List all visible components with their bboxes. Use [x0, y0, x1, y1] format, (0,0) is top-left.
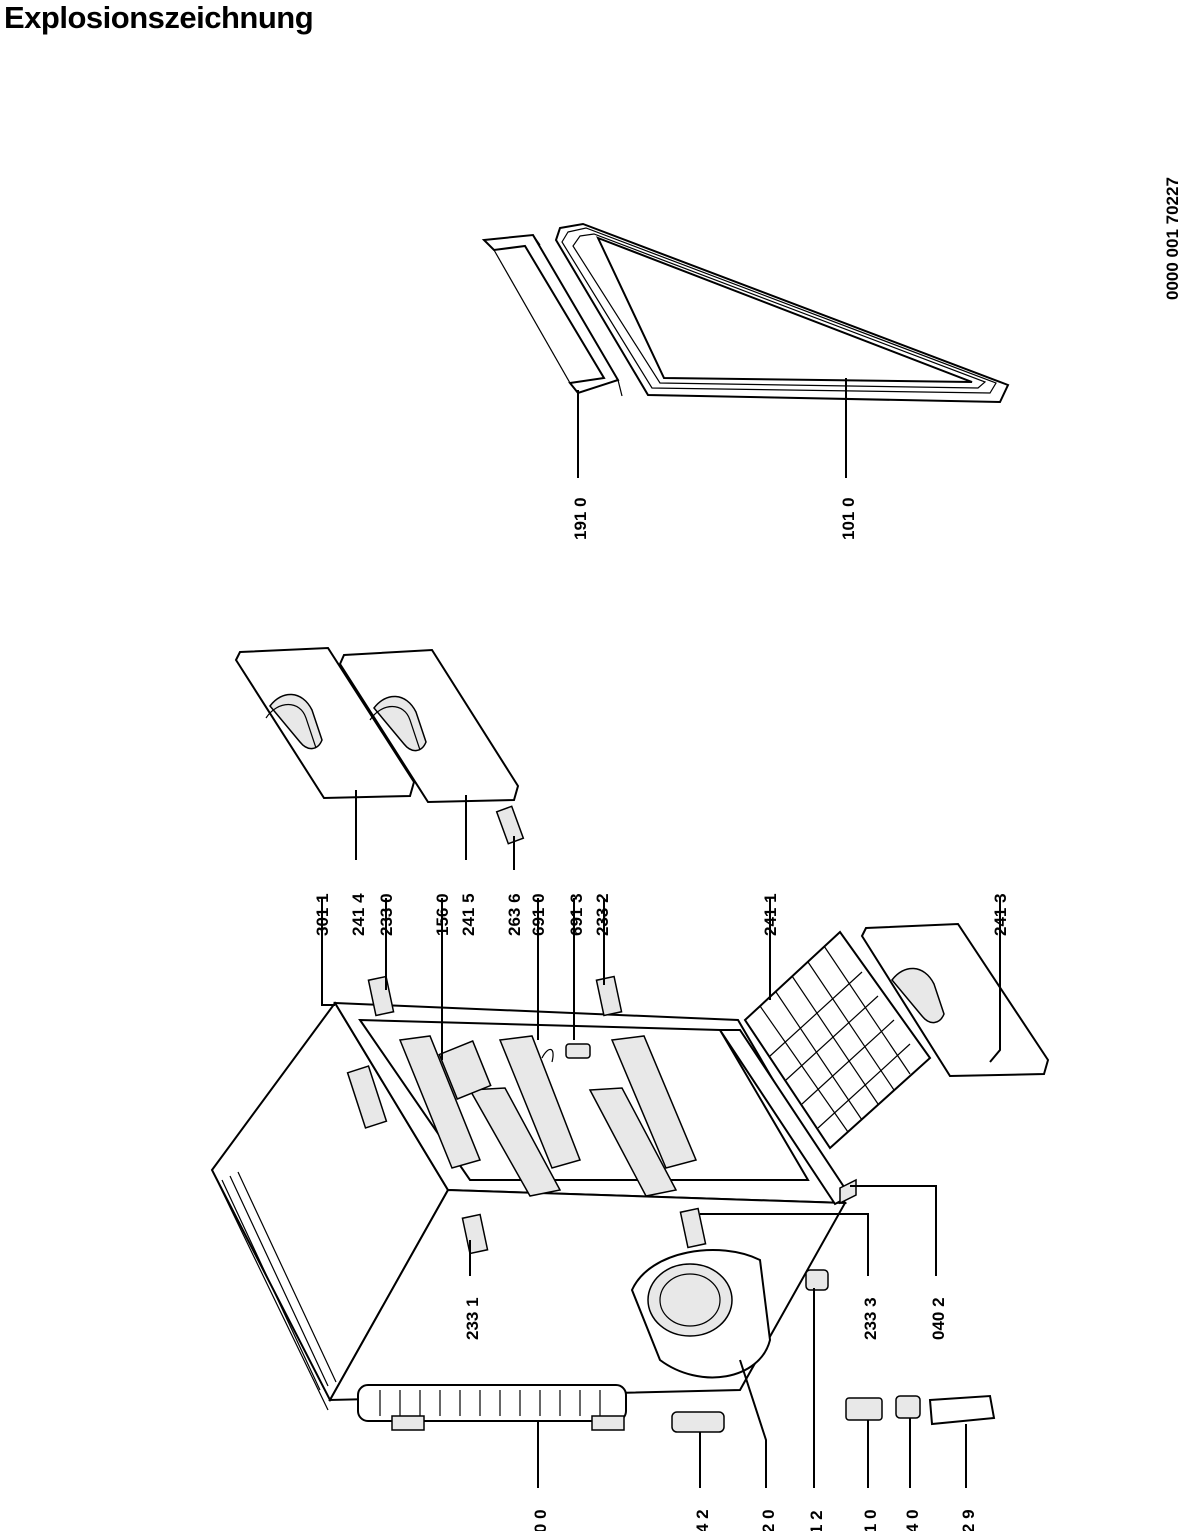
label-241-3: 241 3: [991, 893, 1010, 936]
condenser: [357, 1384, 627, 1431]
compressor: [630, 1249, 772, 1379]
label-252-9: 252 9: [959, 1509, 978, 1531]
wire-basket: [743, 930, 932, 1150]
top-latch: [346, 1065, 388, 1129]
label-614-0: 614 0: [903, 1509, 922, 1531]
hinge-top: [367, 975, 395, 1017]
starter-relay: [928, 1394, 996, 1426]
ice-tray: [438, 1040, 492, 1100]
door-assembly: [554, 222, 1010, 404]
freezer-flap-bottom: [860, 922, 1050, 1078]
foot-part: [805, 1269, 829, 1291]
shelf-grids: [398, 1035, 698, 1197]
hinge-side-bottom: [679, 1207, 707, 1249]
label-011-2: 011 2: [807, 1510, 826, 1531]
page-title: Explosionszeichnung: [4, 0, 314, 35]
label-402-0: 402 0: [759, 1509, 778, 1531]
label-241-1: 241 1: [761, 893, 780, 936]
label-263-6: 263 6: [505, 893, 524, 936]
freezer-flap-lower: [338, 648, 520, 804]
freezer-flap-upper: [234, 646, 416, 800]
callout-labels: 191 0 101 0 301 1 241 4 233 0 156 0 241 …: [313, 497, 1010, 1531]
door-strip: [481, 233, 623, 397]
label-491-0: 491 0: [861, 1509, 880, 1531]
clip-part: [895, 1395, 921, 1419]
relay-box: [845, 1397, 883, 1421]
leader-lines: [321, 378, 1001, 1488]
label-233-0: 233 0: [377, 893, 396, 936]
sensor-tube: [541, 1048, 554, 1063]
label-740-0: 740 0: [531, 1509, 550, 1531]
flap-hinge-part: [495, 805, 525, 845]
label-233-3: 233 3: [861, 1297, 880, 1340]
hinge-side-top: [461, 1213, 489, 1255]
filter-drier: [671, 1411, 725, 1433]
label-156-0: 156 0: [433, 893, 452, 936]
label-040-2: 040 2: [929, 1297, 948, 1340]
label-691-3: 691 3: [567, 893, 586, 936]
label-233-1: 233 1: [463, 1297, 482, 1340]
label-241-5: 241 5: [459, 893, 478, 936]
label-241-4: 241 4: [349, 893, 368, 936]
top-grille: [211, 1169, 337, 1411]
label-301-1: 301 1: [313, 893, 332, 936]
label-764-2: 764 2: [693, 1509, 712, 1531]
hinge-middle: [595, 975, 623, 1017]
thermostat: [565, 1043, 591, 1059]
label-233-2: 233 2: [593, 893, 612, 936]
label-191-0: 191 0: [571, 497, 590, 540]
label-691-0: 691 0: [529, 893, 548, 936]
label-101-0: 101 0: [839, 497, 858, 540]
